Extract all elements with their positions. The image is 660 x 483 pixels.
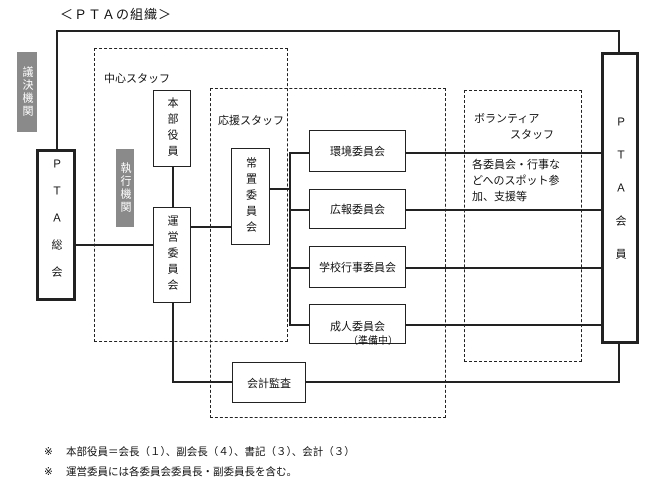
connector-top-left-vertical [56, 30, 58, 150]
support-staff-region [210, 88, 446, 418]
volunteer-staff-label-line1: ボランティア [474, 112, 540, 125]
pta-members-box: ＰＴＡ会員 [601, 52, 639, 344]
footnote-honbu: ※ 本部役員＝会長（１）、副会長（４）、書記（３）、会計（３） [44, 444, 355, 459]
footnote-mark: ※ [44, 446, 53, 458]
executive-body-tag: 執行機関 [116, 149, 134, 227]
connector-gakko-to-members [406, 267, 602, 269]
joti-committee-box: 常置委員会 [231, 148, 270, 245]
footnote-text: 運営委員には各委員会委員長・副委員長を含む。 [66, 466, 297, 478]
connector-kaikei-to-members [306, 381, 620, 383]
volunteer-staff-region [464, 90, 582, 362]
connector-unei-to-kaikei [172, 381, 232, 383]
connector-members-bottom [618, 343, 620, 382]
connector-unei-down [172, 303, 174, 382]
connector-trunk-seijin [289, 324, 309, 326]
connector-kankyo-to-members [406, 152, 602, 154]
seijin-committee-status: （準備中） [348, 336, 398, 347]
diagram-title: ＜ＰＴＡの組織＞ [60, 8, 173, 23]
connector-koho-to-members [406, 209, 602, 211]
support-staff-label: 応援スタッフ [218, 114, 284, 127]
koho-committee-box: 広報委員会 [309, 189, 406, 229]
seijin-committee-label: 成人委員会 [330, 320, 385, 333]
connector-trunk-kankyo [289, 152, 309, 154]
core-staff-region [94, 48, 288, 342]
volunteer-desc-line3: 加、支援等 [472, 190, 527, 203]
gakko-event-committee-box: 学校行事委員会 [309, 246, 406, 288]
connector-committee-trunk [289, 152, 291, 324]
pta-general-assembly-box: ＰＴＡ総会 [36, 149, 76, 301]
footnote-unei: ※ 運営委員には各委員会委員長・副委員長を含む。 [44, 464, 297, 479]
decision-body-tag: 議決機関 [17, 52, 37, 132]
volunteer-staff-label-line2: スタッフ [510, 128, 554, 141]
unei-committee-box: 運営委員会 [153, 207, 191, 303]
connector-unei-to-joti [191, 226, 231, 228]
connector-trunk-koho [289, 209, 309, 211]
core-staff-label: 中心スタッフ [104, 72, 170, 85]
honbu-officers-box: 本部役員 [153, 90, 191, 167]
connector-seijin-to-members [406, 324, 602, 326]
seijin-committee-box: 成人委員会 （準備中） [309, 304, 406, 347]
footnote-mark: ※ [44, 466, 53, 478]
connector-joti-to-trunk [270, 188, 290, 190]
connector-honbu-to-unei [172, 167, 174, 207]
audit-box: 会計監査 [232, 362, 306, 403]
footnote-text: 本部役員＝会長（１）、副会長（４）、書記（３）、会計（３） [66, 446, 355, 458]
connector-trunk-gakko [289, 267, 309, 269]
connector-top-horizontal [56, 30, 619, 32]
kankyo-committee-box: 環境委員会 [309, 130, 406, 172]
volunteer-desc-line2: どへのスポット参 [472, 174, 560, 187]
connector-top-right-vertical [618, 30, 620, 52]
volunteer-desc-line1: 各委員会・行事な [472, 158, 560, 171]
connector-general-to-unei [76, 244, 154, 246]
